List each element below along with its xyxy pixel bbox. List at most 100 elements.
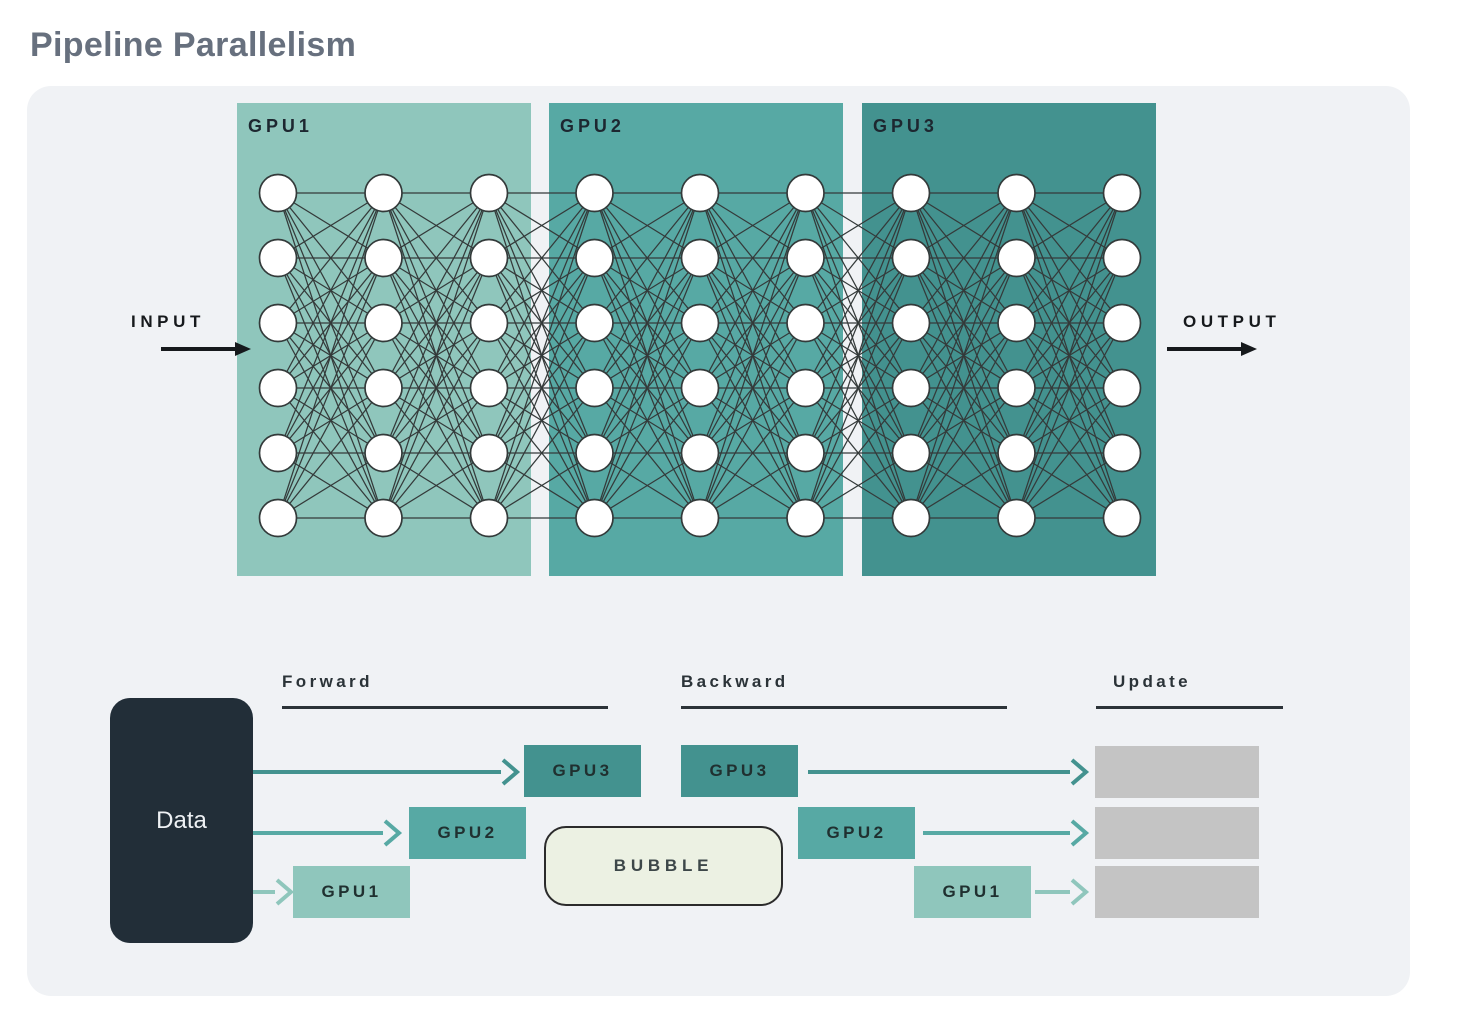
network-edge — [1016, 192, 1123, 324]
network-edge — [910, 192, 1018, 519]
backward-gpu1-label: GPU1 — [942, 882, 1003, 901]
network-edge — [382, 322, 490, 519]
network-edge — [488, 192, 596, 454]
forward-arrow-gpu2-icon — [253, 819, 403, 847]
network-node — [786, 303, 825, 343]
network-edge — [593, 322, 701, 519]
network-node — [258, 173, 298, 213]
network-edge — [382, 192, 490, 389]
network-node — [680, 368, 720, 408]
network-edge — [488, 257, 596, 519]
forward-gpu1-label: GPU1 — [321, 882, 382, 901]
bubble-label: BUBBLE — [613, 856, 714, 875]
backward-gpu1-box: GPU1 — [914, 866, 1031, 918]
network-node — [786, 238, 825, 278]
update-slot-1 — [1095, 746, 1259, 798]
forward-gpu3-box: GPU3 — [524, 745, 641, 797]
output-arrow-icon — [1167, 342, 1257, 356]
backward-arrow-gpu3-icon — [808, 758, 1090, 786]
backward-arrow-gpu1-icon — [1035, 878, 1090, 906]
network-edge — [277, 322, 385, 519]
network-edge — [277, 192, 384, 324]
network-edge — [804, 192, 912, 389]
network-node — [575, 368, 614, 408]
network-edge — [804, 257, 912, 519]
network-edge — [594, 192, 701, 324]
network-edge — [805, 192, 912, 324]
forward-arrow-gpu3-icon — [253, 758, 521, 786]
network-edge — [699, 192, 806, 324]
input-arrow-icon — [161, 342, 251, 356]
network-node — [997, 238, 1036, 278]
network-edge — [488, 192, 595, 324]
network-edge — [382, 192, 490, 454]
backward-gpu3-box: GPU3 — [681, 745, 798, 797]
network-node — [680, 433, 720, 473]
network-edge — [910, 452, 1017, 519]
network-node — [364, 433, 403, 473]
network-edge — [383, 452, 490, 519]
network-node — [891, 303, 931, 343]
network-node — [786, 368, 825, 408]
network-edge — [910, 257, 1018, 519]
gpu1-block-label: GPU1 — [248, 116, 313, 136]
network-node — [469, 498, 509, 538]
network-node — [891, 368, 931, 408]
network-edge — [1015, 192, 1123, 519]
network-node — [1102, 498, 1142, 538]
bubble-box: BUBBLE — [544, 826, 783, 906]
network-edge — [805, 192, 912, 259]
network-edge — [910, 192, 1018, 454]
network-node — [891, 173, 931, 213]
network-edge — [805, 387, 912, 519]
network-node — [364, 368, 403, 408]
network-edge — [910, 192, 1017, 259]
network-edge — [594, 452, 701, 519]
network-node — [575, 173, 614, 213]
network-edge — [1015, 192, 1123, 454]
network-edge — [593, 192, 701, 454]
network-edge — [277, 257, 385, 519]
network-node — [786, 498, 825, 538]
network-node — [575, 433, 614, 473]
network-edge — [488, 452, 595, 519]
network-edge — [277, 192, 385, 389]
network-node — [575, 498, 614, 538]
network-edge — [488, 192, 596, 519]
section-header-forward: Forward — [282, 672, 608, 709]
network-edge — [699, 192, 807, 519]
network-edge — [277, 192, 385, 519]
network-edge — [699, 452, 806, 519]
network-node — [364, 498, 403, 538]
network-edge — [594, 192, 701, 259]
input-label: INPUT — [131, 312, 205, 331]
network-node — [469, 173, 509, 213]
backward-arrow-gpu2-icon — [923, 819, 1090, 847]
section-header-backward: Backward — [681, 672, 1007, 709]
network-edge — [699, 322, 807, 519]
network-node — [575, 238, 614, 278]
gpu2-block-label: GPU2 — [560, 116, 625, 136]
network-edge — [804, 192, 912, 519]
network-edge — [488, 192, 595, 259]
network-edge — [910, 387, 1017, 519]
forward-gpu2-label: GPU2 — [437, 823, 498, 842]
network-node — [1102, 238, 1142, 278]
network-edge — [804, 192, 912, 454]
update-label: Update — [1113, 672, 1192, 691]
network-edge — [382, 192, 490, 519]
network-node — [997, 303, 1036, 343]
network-node — [469, 303, 509, 343]
network-node — [1102, 368, 1142, 408]
network-node — [997, 368, 1036, 408]
backward-gpu2-label: GPU2 — [826, 823, 887, 842]
network-edge — [488, 322, 596, 519]
forward-gpu2-box: GPU2 — [409, 807, 526, 859]
network-edge — [699, 192, 807, 389]
network-node — [680, 173, 720, 213]
output-label: OUTPUT — [1183, 312, 1281, 331]
network-edge — [699, 192, 806, 259]
network-node — [680, 498, 720, 538]
network-node — [258, 368, 298, 408]
